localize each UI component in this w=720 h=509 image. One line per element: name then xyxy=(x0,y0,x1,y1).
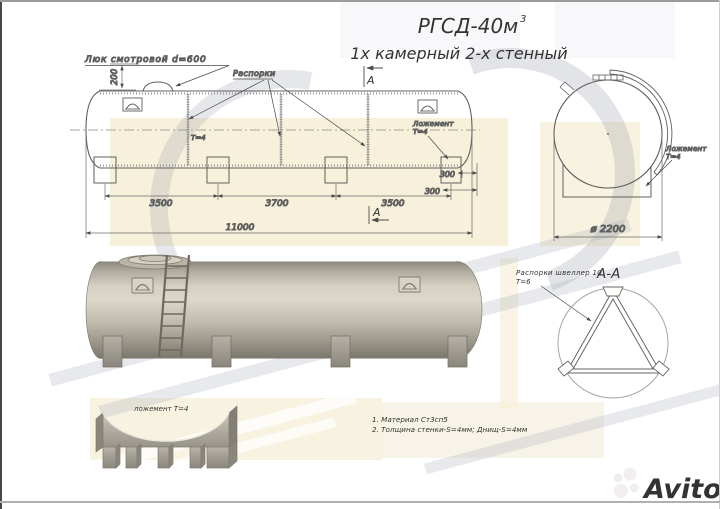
section-aa-shell xyxy=(557,287,669,399)
braces-label: Распорки xyxy=(233,69,276,78)
saddle-label-end: Ложемент xyxy=(665,145,707,153)
section-marker-bottom-label: А xyxy=(372,206,381,219)
tank-3d-nameplate-right xyxy=(398,276,421,293)
saddle-3d-render: ложемент Т=4 xyxy=(95,405,238,469)
manhole-callout xyxy=(85,65,230,87)
dim-300a-value: 300 xyxy=(440,170,455,179)
side-nozzle xyxy=(559,81,575,96)
saddle-thickness-end: Т=4 xyxy=(666,153,681,161)
tank-head-right xyxy=(457,90,473,169)
saddle-thickness-side: Т=4 xyxy=(413,128,428,136)
ladder-rungs xyxy=(159,265,188,351)
nameplate-icon-right xyxy=(417,99,438,114)
tank-3d-render xyxy=(85,254,483,368)
tank-3d-ladder xyxy=(157,254,191,358)
saddle-3d-right-face xyxy=(228,405,238,448)
page-subtitle: 1х камерный 2-х стенный xyxy=(350,44,567,63)
nameplate-icon-left xyxy=(122,97,143,112)
section-marker-top-label: А xyxy=(366,74,375,87)
dim-200-value: 200 xyxy=(110,69,120,85)
note-line-1: 1. Материал Ст3сп5 xyxy=(372,415,448,424)
dim-seg1-value: 3500 xyxy=(150,199,173,209)
brace-triangle-outer xyxy=(565,288,662,374)
side-view-drawing: А А Люк смотровой d=600 Распорки Т=4 xyxy=(70,54,480,238)
section-aa-thickness: Т=6 xyxy=(516,278,531,286)
saddle-label-side: Ложемент xyxy=(412,120,454,128)
saddle-3d-front-face xyxy=(102,412,230,448)
brace-lines xyxy=(186,94,370,165)
note-line-2: 2. Толщина стенки-S=4мм; Днищ-S=4мм xyxy=(372,425,528,434)
end-saddle xyxy=(562,164,652,198)
avito-logo-text: Avito xyxy=(642,474,720,505)
dim-300b-value: 300 xyxy=(425,187,440,196)
section-aa-title: А-А xyxy=(596,266,620,282)
page-title-superscript: 3 xyxy=(520,14,526,25)
dim-diameter-value: ø 2200 xyxy=(590,224,626,235)
handrail-arc xyxy=(609,69,673,176)
brace-gussets xyxy=(557,286,670,377)
saddle-3d-left-face xyxy=(95,412,104,453)
section-aa-leader xyxy=(540,285,592,322)
dim-seg3-value: 3500 xyxy=(382,199,405,209)
brace-triangle-inner xyxy=(572,297,654,370)
dim-segments xyxy=(104,184,452,200)
dim-seg2-value: 3700 xyxy=(266,199,289,209)
section-aa-brace-label: Распорки швеллер 10 xyxy=(516,269,602,277)
avito-watermark: Avito xyxy=(613,467,720,505)
top-flange xyxy=(592,74,624,81)
avito-logo-icon xyxy=(613,467,639,498)
end-view-drawing: ø 2200 Ложемент Т=4 xyxy=(553,69,708,241)
braces-callout xyxy=(188,78,366,147)
saddle-callout-side xyxy=(427,135,449,160)
manhole-label: Люк смотровой d=600 xyxy=(84,55,207,65)
dim-total-value: 11000 xyxy=(226,223,255,233)
notes-block: 1. Материал Ст3сп5 2. Толщина стенки-S=4… xyxy=(372,415,528,434)
tank-head-left xyxy=(85,90,101,169)
tank-3d-manhole xyxy=(118,254,192,270)
saddle-supports xyxy=(93,156,462,184)
brace-thickness-label: Т=4 xyxy=(191,134,206,142)
dim-total xyxy=(85,134,473,238)
title-block: РГСД-40м 3 1х камерный 2-х стенный xyxy=(350,14,567,63)
saddle-3d-label: ложемент Т=4 xyxy=(133,405,188,413)
dim-200 xyxy=(99,63,139,91)
section-marker-top xyxy=(363,65,383,87)
tank-3d-nameplate-left xyxy=(131,277,154,294)
tank-end-center xyxy=(607,133,609,135)
tank-3d-body xyxy=(100,261,458,359)
manhole-bump xyxy=(142,81,174,92)
page-title: РГСД-40м xyxy=(418,14,519,38)
tank-3d-legs xyxy=(102,335,468,368)
saddle-callout-end xyxy=(645,159,673,187)
section-aa-drawing: А-А Распорки швеллер 10 Т=6 xyxy=(516,266,670,399)
